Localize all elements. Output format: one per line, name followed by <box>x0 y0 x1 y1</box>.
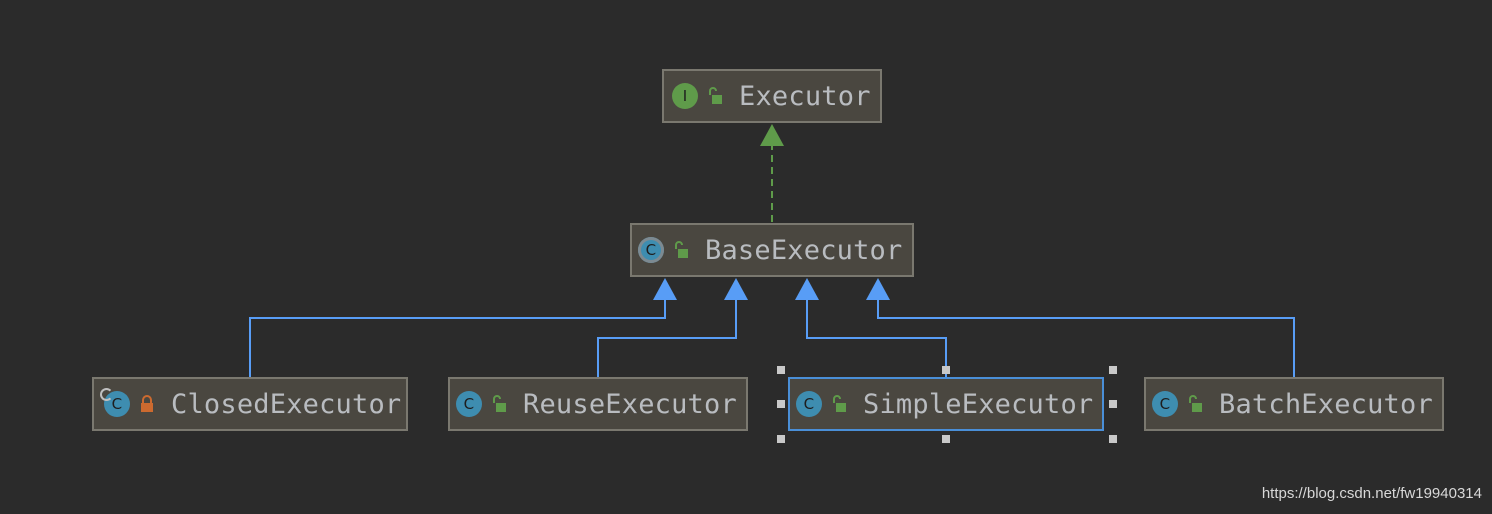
arrowhead-base-4 <box>866 278 890 300</box>
unlocked-public-icon <box>833 395 846 412</box>
watermark: https://blog.csdn.net/fw19940314 <box>1261 485 1482 502</box>
node-name: ReuseExecutor <box>523 388 737 420</box>
arrowhead-base-3 <box>795 278 819 300</box>
node-base-executor[interactable]: C BaseExecutor <box>630 223 914 277</box>
edge-closed-extends-base <box>249 300 666 378</box>
edge-reuse-extends-base <box>597 300 737 378</box>
edge-batch-extends-base <box>877 300 1295 378</box>
edge-simple-extends-base <box>806 300 947 378</box>
class-icon: C <box>456 391 482 417</box>
unlocked-public-icon <box>1189 395 1202 412</box>
node-closed-executor[interactable]: C ClosedExecutor <box>92 377 408 431</box>
resize-handle-sw[interactable] <box>777 435 785 443</box>
locked-private-icon <box>141 395 153 412</box>
arrowhead-base-1 <box>653 278 677 300</box>
arrowhead-base-2 <box>724 278 748 300</box>
resize-handle-s[interactable] <box>942 435 950 443</box>
final-class-icon: C <box>100 388 130 417</box>
unlocked-public-icon <box>709 87 722 104</box>
resize-handle-e[interactable] <box>1109 400 1117 408</box>
node-name: BatchExecutor <box>1219 388 1433 420</box>
arrowhead-executor <box>760 124 784 146</box>
class-icon: C <box>796 391 822 417</box>
abstract-class-icon: C <box>638 237 664 263</box>
node-name: Executor <box>739 80 871 112</box>
node-reuse-executor[interactable]: C ReuseExecutor <box>448 377 748 431</box>
node-executor[interactable]: I Executor <box>662 69 882 123</box>
node-simple-executor[interactable]: C SimpleExecutor <box>788 377 1104 431</box>
unlocked-public-icon <box>675 241 688 258</box>
resize-handle-n[interactable] <box>942 366 950 374</box>
resize-handle-ne[interactable] <box>1109 366 1117 374</box>
node-name: SimpleExecutor <box>863 388 1094 420</box>
node-batch-executor[interactable]: C BatchExecutor <box>1144 377 1444 431</box>
node-name: ClosedExecutor <box>171 388 402 420</box>
resize-handle-se[interactable] <box>1109 435 1117 443</box>
unlocked-public-icon <box>493 395 506 412</box>
interface-icon: I <box>672 83 698 109</box>
node-name: BaseExecutor <box>705 234 903 266</box>
resize-handle-w[interactable] <box>777 400 785 408</box>
resize-handle-nw[interactable] <box>777 366 785 374</box>
class-icon: C <box>1152 391 1178 417</box>
